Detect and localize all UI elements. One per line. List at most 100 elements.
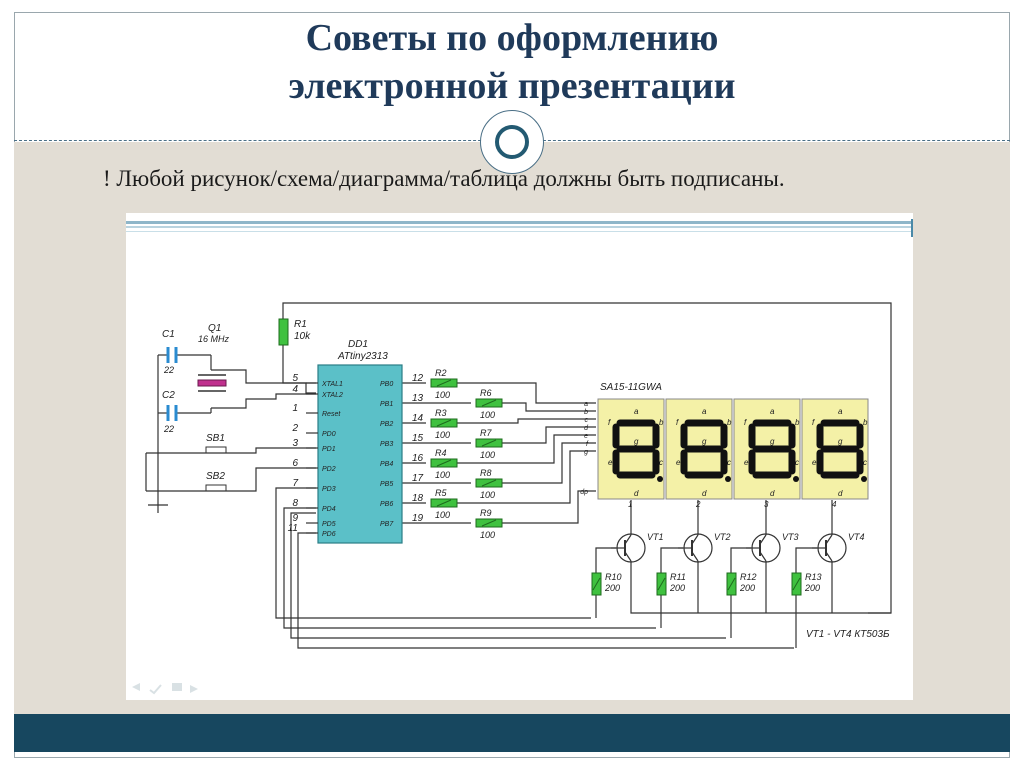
wire-seg-b (501, 402, 596, 412)
resistor-hatch (657, 577, 666, 591)
segment-resistor-name: R7 (480, 428, 492, 438)
chip-left-pin-label: Reset (322, 411, 341, 418)
segment-resistor-value: 100 (435, 390, 450, 400)
wire-pd6 (297, 532, 794, 649)
segment-label-g: g (702, 437, 707, 446)
base-resistor-name: R11 (670, 572, 686, 582)
chip-left-pin-number: 5 (292, 373, 298, 384)
transistor-collector (759, 534, 767, 545)
segment-resistor-name: R8 (480, 468, 492, 478)
sb2-label: SB2 (206, 471, 225, 482)
chip-left-pin-number: 9 (292, 513, 298, 524)
resistor-hatch (436, 459, 452, 467)
chip-right-pin-label: PB7 (380, 521, 394, 528)
segment-resistor-value: 100 (480, 530, 495, 540)
transistor-note: VT1 - VT4 КТ503Б (806, 629, 890, 640)
chip-left-pin-number: 8 (292, 498, 298, 509)
transistor-collector (825, 534, 833, 545)
chip-right-pin-number: 17 (412, 473, 424, 484)
display-input-label: dp (580, 489, 588, 496)
chip-left-pin-label: PD2 (322, 466, 336, 473)
segment-label-e: e (676, 458, 681, 467)
segment-label-g: g (770, 437, 775, 446)
chip-right-pin-label: PB2 (380, 421, 393, 428)
wire-sb1 (146, 447, 316, 454)
chip-right-pin-label: PB1 (380, 401, 393, 408)
transistor-label: VT3 (782, 532, 799, 542)
base-resistor-value: 200 (804, 583, 820, 593)
display-input-label: g (584, 449, 588, 456)
slide-title: Советы по оформлению электронной презент… (0, 14, 1024, 110)
wire-seg-dp (501, 490, 596, 524)
segment-resistor-name: R4 (435, 448, 447, 458)
segment-label-f: f (812, 418, 815, 427)
panel-stripe-edge (911, 219, 913, 237)
chip-left-pin-number: 1 (292, 403, 298, 414)
panel-stripe-thin (126, 226, 913, 228)
segment-label-e: e (812, 458, 817, 467)
transistor-collector (691, 534, 699, 545)
crystal-q1-body (197, 379, 227, 387)
base-resistor-name: R10 (605, 572, 622, 582)
resistor-r1 (278, 318, 289, 346)
chip-left-pin-number: 6 (292, 458, 298, 469)
back-arrow-icon[interactable] (132, 683, 140, 691)
segment-resistor-value: 100 (480, 490, 495, 500)
slide-player-controls[interactable] (132, 683, 198, 695)
display-input-label: c (585, 417, 589, 424)
segment-resistor-value: 100 (435, 430, 450, 440)
segment-label-b: b (727, 418, 732, 427)
chip-right-pin-number: 15 (412, 433, 424, 444)
segment-label-a: a (634, 407, 639, 416)
chip-right-pin-label: PB3 (380, 441, 393, 448)
base-resistor-value: 200 (739, 583, 755, 593)
resistor-hatch (481, 519, 497, 527)
chip-right-pin-number: 16 (412, 453, 424, 464)
base-resistor-name: R13 (805, 572, 822, 582)
sb1-label: SB1 (206, 433, 225, 444)
segment-label-a: a (770, 407, 775, 416)
digit-number: 4 (832, 500, 837, 509)
wire-seg-e (456, 434, 596, 464)
chip-left-pin-label: XTAL1 (321, 381, 343, 388)
segment-label-b: b (863, 418, 868, 427)
resistor-hatch (436, 419, 452, 427)
screen-icon[interactable] (172, 683, 182, 691)
digit-number: 3 (764, 500, 769, 509)
wire-emit1 (630, 561, 891, 614)
segment-dp (657, 476, 663, 482)
title-line-2: электронной презентации (288, 65, 736, 107)
wire-base2 (660, 547, 683, 573)
segment-label-f: f (744, 418, 747, 427)
pen-icon[interactable] (149, 684, 162, 695)
base-resistor-name: R12 (740, 572, 757, 582)
chip-right-pin-label: PB4 (380, 461, 393, 468)
segment-label-b: b (795, 418, 800, 427)
segment-label-c: c (795, 458, 799, 467)
segment-label-c: c (659, 458, 663, 467)
chip-left-pin-label: PD6 (322, 531, 336, 538)
digit-number: 2 (695, 500, 701, 509)
segment-resistor-value: 100 (435, 510, 450, 520)
q1-name: Q1 (208, 323, 221, 334)
wire-xtal2 (211, 393, 316, 409)
c2-value: 22 (163, 424, 174, 434)
segment-label-d: d (838, 489, 843, 498)
chip-pins: 5XTAL14XTAL21Reset2PD03PD16PD27PD38PD49P… (288, 373, 424, 538)
chip-right-pin-label: PB6 (380, 501, 393, 508)
wire-seg-g (456, 450, 596, 504)
chip-model: ATtiny2313 (337, 351, 388, 362)
schematic-wiring (145, 302, 892, 649)
segment-label-b: b (659, 418, 664, 427)
display-input-label: e (584, 433, 588, 440)
forward-arrow-icon[interactable] (190, 685, 198, 693)
chip-left-pin-label: PD1 (322, 446, 336, 453)
chip-right-pin-label: PB0 (380, 381, 393, 388)
wire-seg-c (456, 418, 596, 424)
button-sb1 (205, 446, 227, 454)
transistor-label: VT4 (848, 532, 865, 542)
chip-left-pin-number: 7 (292, 478, 298, 489)
segment-label-c: c (727, 458, 731, 467)
